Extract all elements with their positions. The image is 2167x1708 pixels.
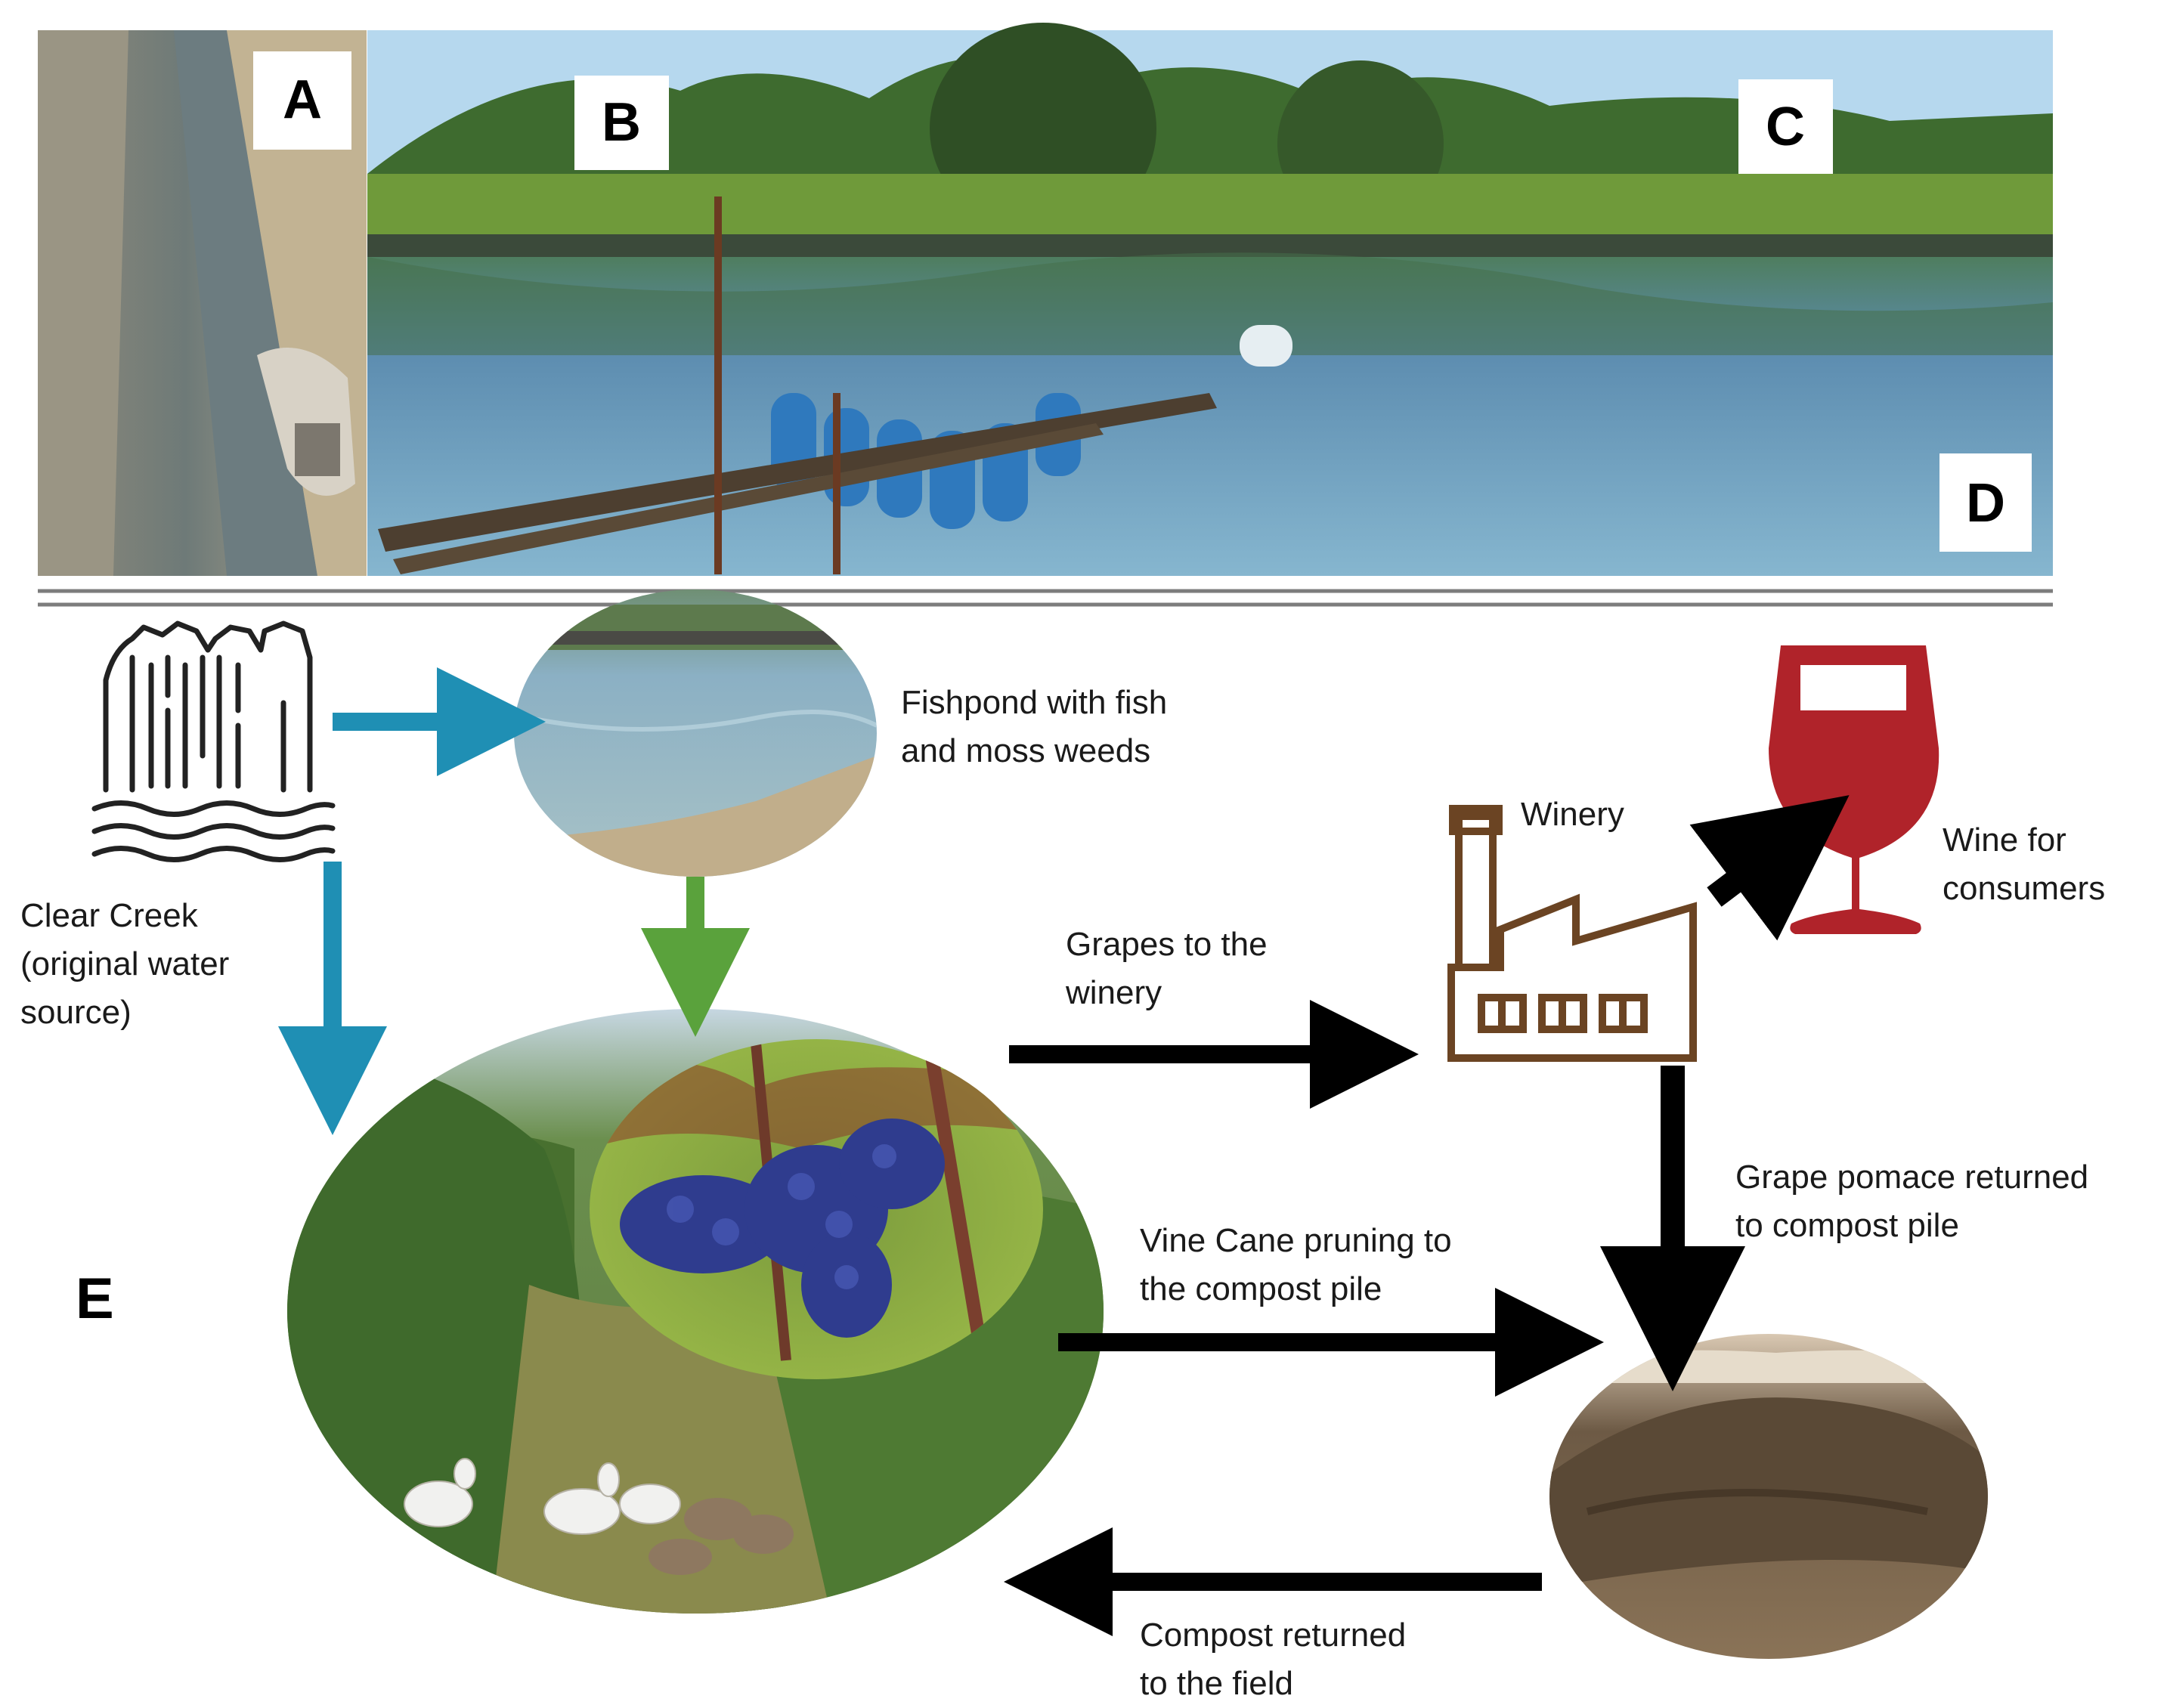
panel-letter-d: D: [1966, 473, 2005, 534]
section-divider: [38, 589, 2053, 607]
waterfall-icon: [91, 620, 336, 862]
panel-letter-c: C: [1766, 97, 1805, 157]
label-grapes-to-winery: Grapes to the winery: [1066, 926, 1268, 1011]
fishpond-photo: [514, 589, 877, 877]
panel-letter-b-box: B: [574, 76, 669, 170]
label-compost-returned: Compost returned to the field: [1140, 1617, 1407, 1702]
photo-strip: A B C D: [38, 23, 2053, 576]
compost-photo: [1549, 1334, 1988, 1659]
label-wine: Wine for consumers: [1943, 822, 2106, 907]
panel-letter-a: A: [283, 70, 322, 130]
panel-letter-e: E: [76, 1267, 114, 1331]
label-fishpond: Fishpond with fish and moss weeds: [901, 684, 1168, 769]
factory-icon: [1447, 805, 1697, 1062]
panel-letter-a-box: A: [253, 51, 351, 150]
panel-letter-d-box: D: [1939, 453, 2032, 552]
label-winery: Winery: [1521, 796, 1624, 833]
wine-glass-icon: [1769, 645, 1939, 934]
label-grape-pomace: Grape pomace returned to compost pile: [1735, 1159, 2089, 1244]
grapes-photo: [590, 1039, 1043, 1379]
panel-letter-c-box: C: [1738, 79, 1833, 174]
arrow-winery-to-wine: [1689, 795, 1850, 941]
label-vine-cane: Vine Cane pruning to the compost pile: [1140, 1222, 1452, 1307]
label-clear-creek: Clear Creek (original water source): [20, 897, 230, 1031]
panel-letter-b: B: [602, 92, 641, 153]
